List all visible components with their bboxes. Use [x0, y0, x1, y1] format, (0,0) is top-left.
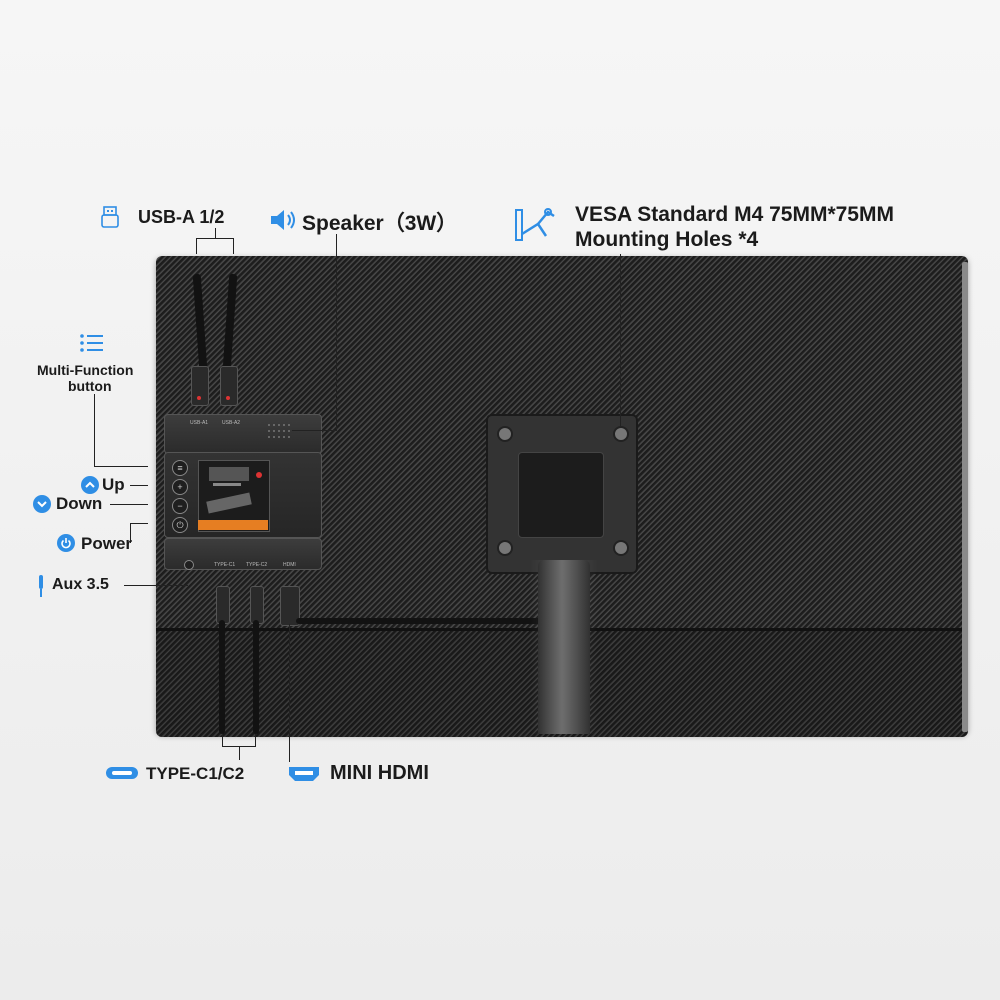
- down-callout: Down: [56, 494, 103, 513]
- usb-a1-port-label: USB-A1: [190, 420, 209, 426]
- up-leader: [130, 485, 148, 486]
- usb-port-panel: [164, 414, 322, 454]
- type-c2-port-label: TYPE-C2: [246, 562, 268, 568]
- multi-function-callout-line2: button: [68, 378, 112, 394]
- typec-bracket-left: [222, 734, 223, 746]
- up-icon: [81, 476, 99, 494]
- power-leader-v: [130, 523, 131, 543]
- speaker-callout: Speaker（3W）: [302, 212, 458, 235]
- guide-illustration: [206, 467, 262, 514]
- down-icon: [33, 495, 51, 513]
- multi-function-callout-line1: Multi-Function: [37, 362, 134, 378]
- type-c-icon: [106, 767, 138, 779]
- up-callout: Up: [102, 475, 125, 494]
- usb-bracket-left: [196, 238, 197, 254]
- monitor-stand: [538, 560, 590, 734]
- vesa-mount-icon: [515, 208, 555, 241]
- usb-a2-port-label: USB-A2: [222, 420, 241, 426]
- usb-bracket-h: [196, 238, 234, 239]
- usb-a1-led: [197, 396, 201, 400]
- usb-a-callout: USB-A 1/2: [138, 207, 225, 227]
- hdmi-leader: [289, 624, 290, 762]
- menu-icon: [80, 334, 103, 352]
- speaker-grille: [268, 424, 290, 438]
- hdmi-icon: [289, 767, 319, 781]
- type-c-callout: TYPE-C1/C2: [146, 764, 245, 783]
- type-c1-plug: [216, 586, 230, 624]
- power-icon: [57, 534, 75, 552]
- aux-callout: Aux 3.5: [52, 576, 109, 593]
- type-c2-plug: [250, 586, 264, 624]
- multi-function-button[interactable]: ≡: [172, 460, 188, 476]
- typec-bracket-right: [255, 734, 256, 746]
- up-button[interactable]: +: [172, 479, 188, 495]
- guide-warning-banner: [198, 520, 268, 530]
- vesa-callout-line2: Mounting Holes *4: [575, 228, 759, 251]
- type-c1-port-label: TYPE-C1: [214, 562, 236, 568]
- usb-bracket-right: [233, 238, 234, 254]
- speaker-leader-v: [336, 234, 337, 430]
- vesa-leader: [620, 254, 621, 428]
- aux-icon: [39, 575, 43, 597]
- down-button[interactable]: −: [172, 498, 188, 514]
- power-callout: Power: [81, 534, 133, 553]
- speaker-icon: [271, 210, 295, 230]
- usb-a1-plug: [191, 366, 209, 406]
- vesa-screw-bottom-right: [613, 540, 629, 556]
- hdmi-port-label: HDMI: [283, 562, 296, 568]
- mf-leader-h: [94, 466, 148, 467]
- vesa-adapter-block: [518, 452, 604, 538]
- type-c2-cable: [253, 620, 259, 734]
- usb-icon: [101, 206, 119, 228]
- usb-bracket-stem: [215, 228, 216, 238]
- down-leader: [110, 504, 148, 505]
- vesa-screw-top-right: [613, 426, 629, 442]
- usb-a2-led: [226, 396, 230, 400]
- hdmi-plug: [280, 586, 300, 626]
- usb-a2-plug: [220, 366, 238, 406]
- typec-bracket-stem: [239, 746, 240, 760]
- vesa-screw-bottom-left: [497, 540, 513, 556]
- stand-highlight: [530, 560, 598, 734]
- power-button[interactable]: ⏻: [172, 517, 188, 533]
- vesa-screw-top-left: [497, 426, 513, 442]
- aux-port[interactable]: [184, 560, 194, 570]
- mf-leader-v: [94, 394, 95, 466]
- type-c1-cable: [219, 620, 225, 734]
- vesa-callout-line1: VESA Standard M4 75MM*75MM: [575, 203, 894, 226]
- power-leader-h: [130, 523, 148, 524]
- hdmi-cable: [296, 618, 546, 624]
- mini-hdmi-callout: MINI HDMI: [330, 762, 429, 784]
- monitor-side-edge: [962, 262, 968, 732]
- aux-leader: [124, 585, 188, 586]
- speaker-leader-h: [292, 430, 337, 431]
